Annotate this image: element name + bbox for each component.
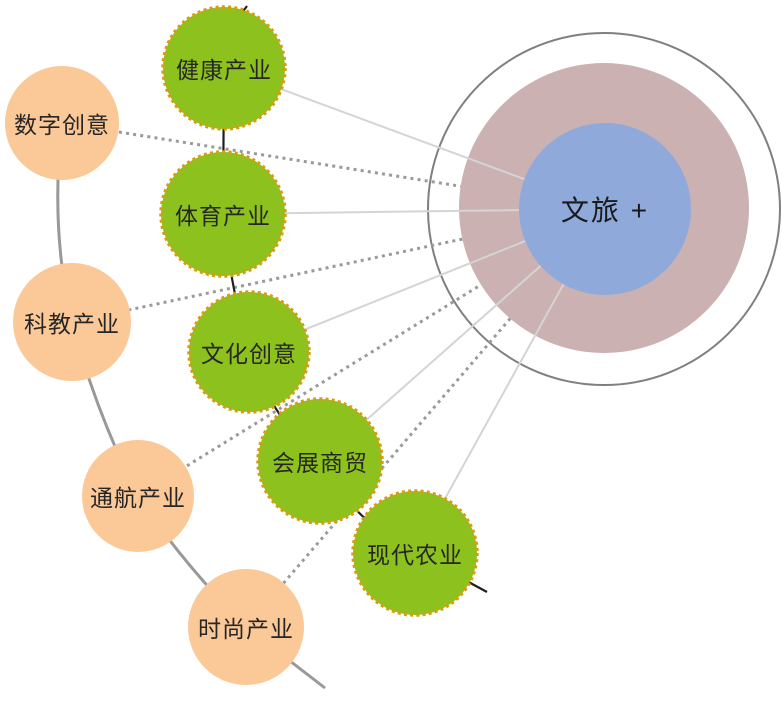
connector-dotted-digital-creativity — [61, 121, 605, 211]
node-label-sports-industry: 体育产业 — [175, 203, 271, 229]
node-circle-fashion-industry — [188, 569, 304, 685]
node-label-fashion-industry: 时尚产业 — [198, 616, 294, 642]
node-circle-general-aviation — [82, 440, 194, 552]
node-label-modern-agriculture: 现代农业 — [367, 542, 463, 568]
node-label-cultural-creativity: 文化创意 — [201, 341, 297, 367]
node-label-science-education: 科教产业 — [24, 311, 120, 337]
chain-orange-arc — [56, 122, 326, 690]
center-node-label: 文旅 + — [560, 195, 650, 226]
node-label-health-industry: 健康产业 — [176, 57, 272, 83]
node-circle-exhibition-commerce — [256, 397, 384, 525]
node-circle-cultural-creativity — [187, 290, 311, 414]
node-label-exhibition-commerce: 会展商贸 — [272, 450, 368, 476]
node-label-digital-creativity: 数字创意 — [14, 112, 110, 138]
connector-dotted-fashion-industry — [244, 208, 606, 628]
node-circle-sports-industry — [159, 150, 287, 278]
node-circle-health-industry — [161, 5, 287, 131]
node-label-general-aviation: 通航产业 — [90, 485, 186, 511]
node-circle-modern-agriculture — [351, 489, 479, 617]
node-circle-digital-creativity — [5, 66, 119, 180]
core-circle — [519, 123, 691, 295]
node-circle-science-education — [13, 263, 131, 381]
